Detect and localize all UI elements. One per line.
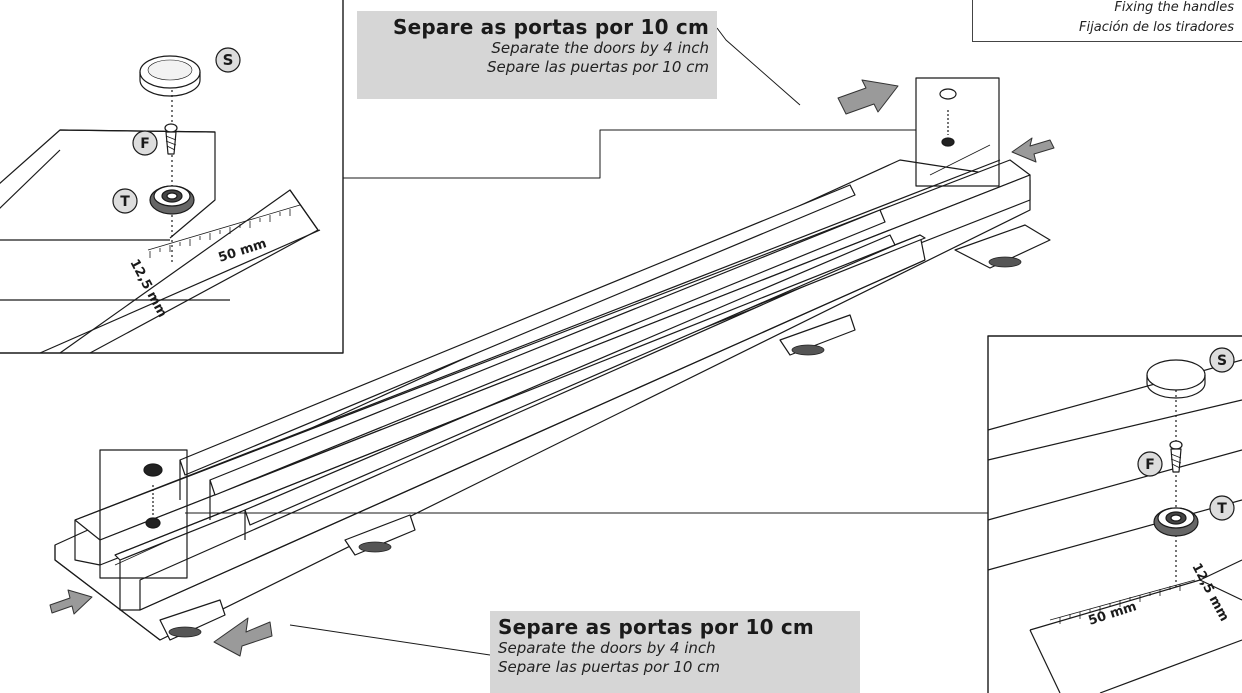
- handle-base-icon: [1153, 507, 1199, 537]
- part-label-handle-text: T: [1217, 501, 1227, 517]
- part-label-cap-text: S: [223, 51, 234, 69]
- cap-icon: [1146, 359, 1206, 399]
- part-label-cap: [215, 47, 241, 73]
- title-english: Fixing the handles: [1114, 0, 1234, 15]
- part-label-handle-text: T: [120, 194, 130, 210]
- note-spanish: Separe las puertas por 10 cm: [487, 58, 709, 76]
- spacing-note-bottom: Separe as portas por 10 cm Separate the …: [490, 611, 860, 693]
- detail-inset-right: [987, 335, 1242, 693]
- cap-icon: [139, 55, 201, 97]
- screw-icon: [164, 123, 178, 155]
- part-label-screw: [132, 130, 158, 156]
- arrow-left-icon: [1011, 137, 1055, 163]
- detail-inset-left: [0, 0, 344, 354]
- leader-lines: [185, 27, 988, 656]
- ruler-icon: [1049, 579, 1196, 624]
- part-label-screw-text: F: [140, 136, 150, 152]
- title-spanish: Fijación de los tiradores: [1079, 20, 1234, 35]
- note-spanish: Separe las puertas por 10 cm: [498, 658, 720, 676]
- arrow-right-icon: [837, 79, 899, 115]
- part-label-cap-text: S: [1217, 353, 1227, 369]
- arrow-right-icon: [49, 589, 93, 615]
- note-english: Separate the doors by 4 inch: [498, 639, 716, 657]
- ruler-icon: [147, 204, 301, 258]
- cabinet-body: [54, 77, 1051, 641]
- spacing-note-top: Separe as portas por 10 cm Separate the …: [357, 11, 717, 99]
- note-portuguese: Separe as portas por 10 cm: [393, 15, 709, 39]
- note-english: Separate the doors by 4 inch: [491, 39, 709, 57]
- arrow-left-icon: [213, 617, 273, 657]
- screw-icon: [1169, 440, 1183, 473]
- note-portuguese: Separe as portas por 10 cm: [498, 615, 814, 639]
- handle-base-icon: [149, 185, 195, 215]
- part-label-handle: [112, 188, 138, 214]
- title-corner: Fixing the handles Fijación de los tirad…: [972, 0, 1242, 42]
- part-label-screw-text: F: [1145, 457, 1155, 473]
